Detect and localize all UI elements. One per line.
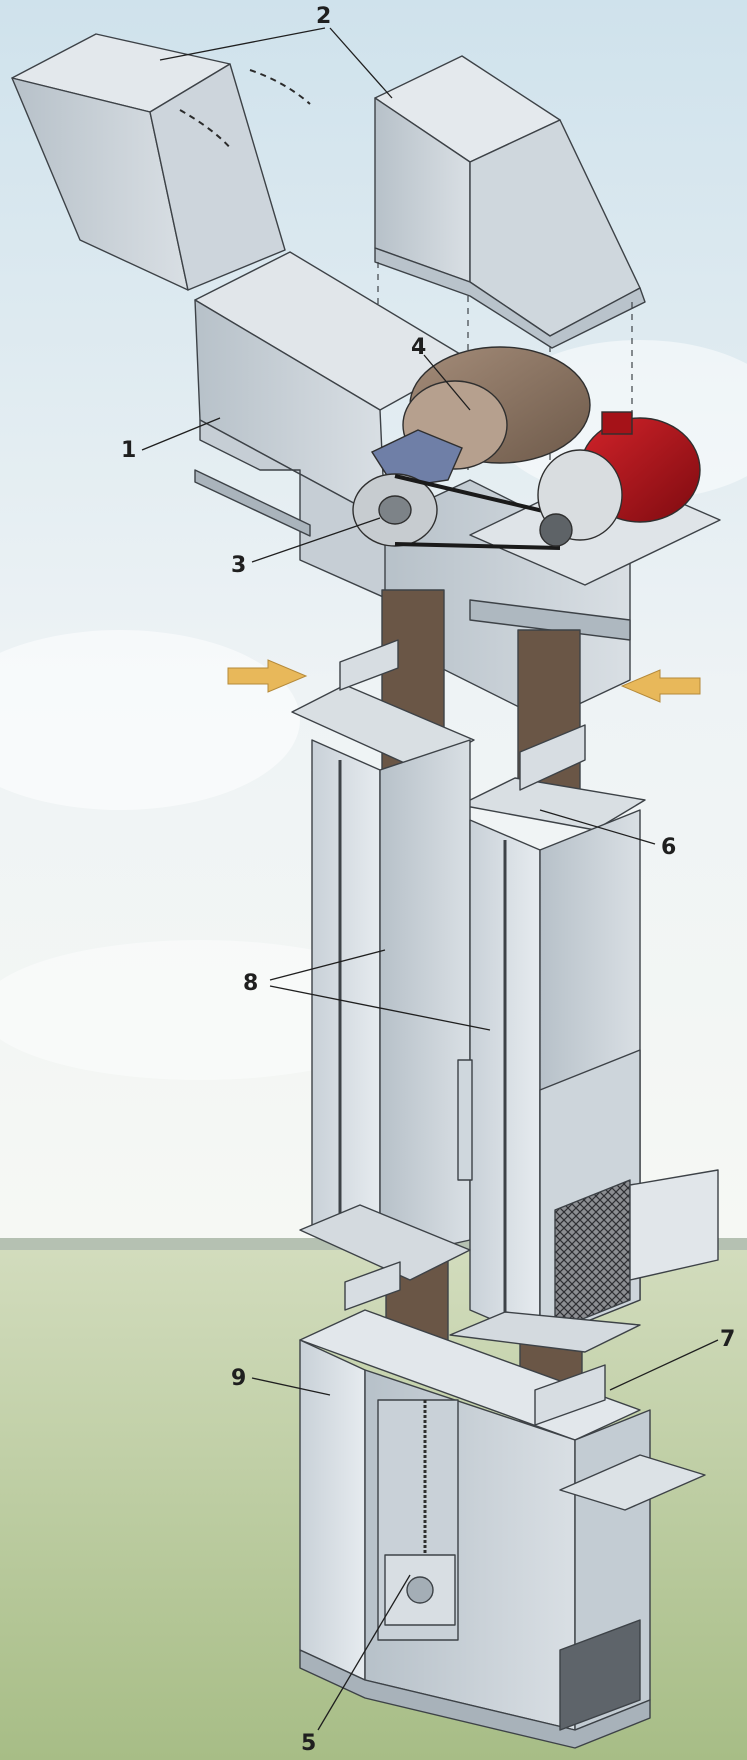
callout-1: 1 — [121, 438, 137, 463]
callout-9: 9 — [231, 1366, 247, 1391]
bucket — [339, 639, 399, 691]
callout-8: 8 — [243, 971, 259, 996]
right-hood-base — [374, 247, 646, 349]
boot-hopper — [559, 1454, 706, 1511]
callout-4: 4 — [411, 335, 427, 360]
boot-outlet — [559, 1619, 641, 1731]
left-hood-side — [149, 63, 286, 291]
drive-sheave-hub — [378, 495, 412, 525]
head-box-lip — [469, 599, 631, 641]
figure-caption — [0, 16, 1, 17]
leader-line — [269, 985, 491, 1031]
leader-line — [317, 1574, 411, 1731]
leader-line — [159, 27, 326, 61]
bucket — [344, 1261, 401, 1311]
leader-line — [423, 354, 471, 411]
leader-line — [251, 517, 381, 563]
leader-line — [539, 809, 656, 845]
flow-arrow-1 — [179, 109, 233, 151]
head-flange — [194, 469, 311, 537]
callout-2: 2 — [316, 4, 332, 29]
left-leg-side — [379, 739, 471, 1261]
leg-handle — [457, 1059, 473, 1181]
leader-line — [609, 1339, 719, 1391]
takeup-pulley — [406, 1576, 434, 1604]
air-in-arrow — [227, 659, 308, 693]
upper-flange-right — [459, 777, 646, 831]
left-leg-front — [311, 739, 381, 1261]
leader-line — [251, 1377, 331, 1396]
motor-junction-box — [601, 411, 633, 435]
boot-base — [299, 1649, 651, 1749]
flow-arrow-2 — [249, 69, 311, 105]
leader-line — [141, 417, 221, 451]
callout-6: 6 — [661, 835, 677, 860]
bucket — [519, 724, 586, 791]
bucket — [534, 1364, 606, 1426]
lower-flange-right — [449, 1311, 641, 1353]
inspection-mesh — [554, 1179, 631, 1331]
motor-pulley — [539, 513, 573, 547]
air-out-arrow — [620, 669, 701, 703]
leader-line — [329, 27, 393, 99]
callout-3: 3 — [231, 553, 247, 578]
callout-7: 7 — [720, 1327, 736, 1352]
callout-5: 5 — [301, 1731, 317, 1756]
upper-flange-left — [291, 684, 475, 771]
cloud — [0, 630, 300, 810]
leader-line — [269, 949, 386, 981]
lower-flange-left — [299, 1204, 471, 1281]
v-belt — [394, 474, 561, 550]
inspection-door-open — [629, 1169, 719, 1281]
